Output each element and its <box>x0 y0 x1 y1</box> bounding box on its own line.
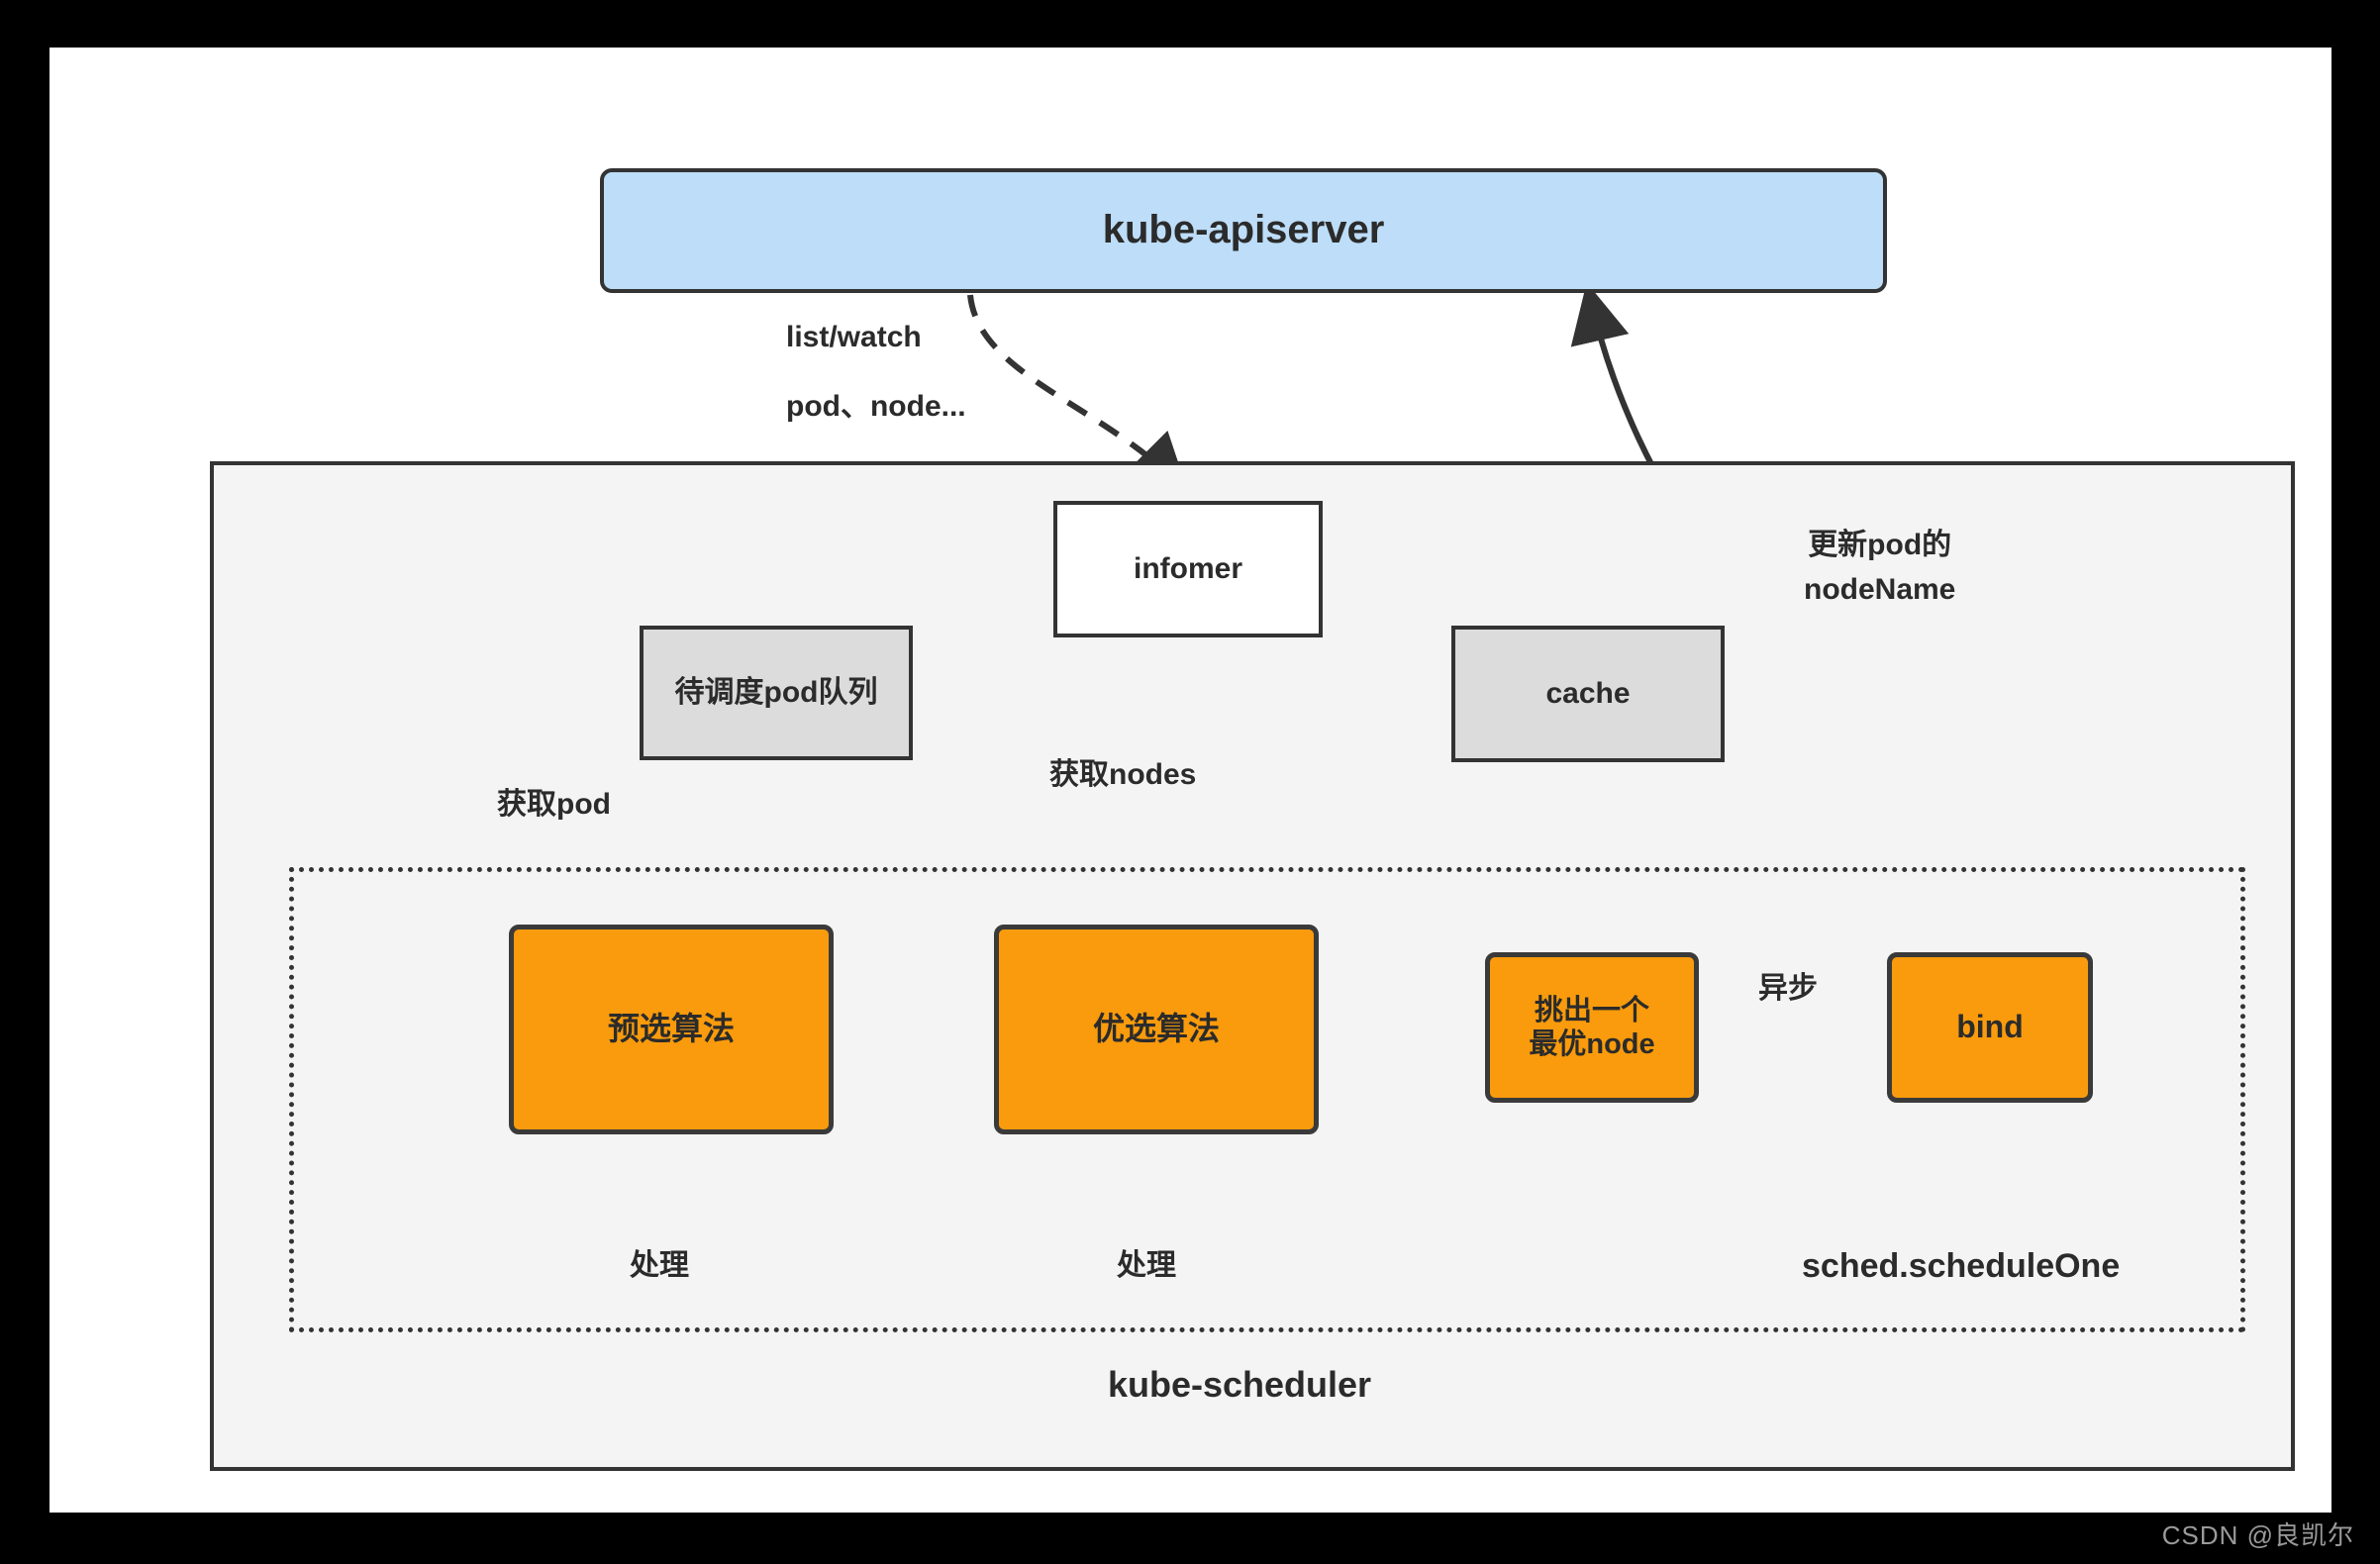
edge-label-handle-optselect: 处理 <box>1117 1249 1176 1282</box>
edge-label-list-watch: list/watch <box>786 321 922 353</box>
node-optselect-algorithm-label: 优选算法 <box>1092 1011 1220 1047</box>
node-preselect-algorithm-label: 预选算法 <box>607 1011 735 1047</box>
node-pod-queue[interactable]: 待调度pod队列 <box>640 626 913 760</box>
node-pod-queue-label: 待调度pod队列 <box>674 676 878 710</box>
watermark: CSDN @良凯尔 <box>2161 1520 2354 1550</box>
edge-label-async: 异步 <box>1758 972 1818 1005</box>
node-infomer[interactable]: infomer <box>1053 501 1323 637</box>
edge-label-handle-preselect: 处理 <box>630 1249 689 1282</box>
node-pick-best-node[interactable]: 挑出一个 最优node <box>1485 952 1699 1103</box>
node-cache-label: cache <box>1545 677 1631 711</box>
edge-label-get-nodes: 获取nodes <box>1049 758 1197 791</box>
node-kube-apiserver[interactable]: kube-apiserver <box>600 168 1887 293</box>
container-kube-scheduler-label: kube-scheduler <box>1107 1364 1372 1405</box>
node-bind[interactable]: bind <box>1887 952 2093 1103</box>
node-bind-label: bind <box>1956 1009 2024 1045</box>
node-infomer-label: infomer <box>1133 552 1242 586</box>
edge-label-pod-node: pod、node... <box>786 390 966 423</box>
node-cache[interactable]: cache <box>1451 626 1725 762</box>
edge-apiserver-to-infomer <box>967 294 1189 494</box>
node-preselect-algorithm[interactable]: 预选算法 <box>509 925 834 1134</box>
container-sched-scheduleone <box>289 867 2245 1332</box>
edge-label-update-pod-nodename: 更新pod的 nodeName <box>1804 529 1956 606</box>
node-optselect-algorithm[interactable]: 优选算法 <box>994 925 1319 1134</box>
edge-label-get-pod: 获取pod <box>497 788 611 821</box>
diagram-page: kube-apiserver kube-scheduler sched.sche… <box>50 48 2331 1513</box>
node-pick-best-node-label: 挑出一个 最优node <box>1529 994 1655 1060</box>
node-kube-apiserver-label: kube-apiserver <box>1102 208 1385 252</box>
container-sched-scheduleone-label: sched.scheduleOne <box>1802 1247 2121 1285</box>
